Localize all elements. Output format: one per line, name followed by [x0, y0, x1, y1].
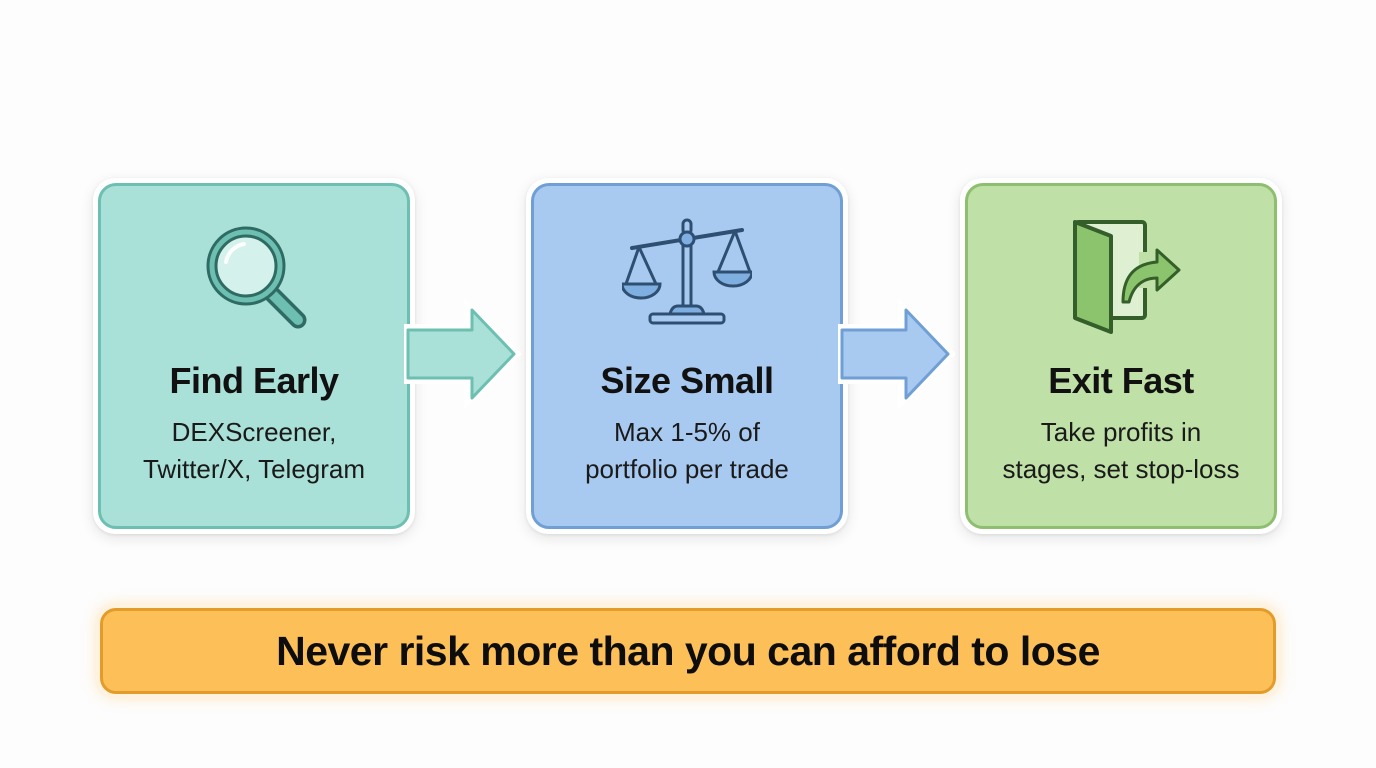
exit-door-icon: [1056, 214, 1186, 334]
warning-banner-body: Never risk more than you can afford to l…: [100, 608, 1276, 694]
warning-banner-text: Never risk more than you can afford to l…: [276, 627, 1100, 674]
step-description-line: Take profits in: [1040, 417, 1202, 447]
warning-banner: Never risk more than you can afford to l…: [96, 604, 1280, 698]
step-description-line: stages, set stop-loss: [1002, 454, 1240, 484]
arrow-right-icon: [404, 294, 524, 414]
step-card-body: Size Small Max 1-5% of portfolio per tra…: [531, 183, 843, 529]
step-card-body: Exit Fast Take profits in stages, set st…: [965, 183, 1277, 529]
step-title: Exit Fast: [1048, 360, 1194, 401]
arrow-right-icon: [838, 294, 958, 414]
magnifying-glass-icon: [189, 214, 319, 334]
step-card-exit-fast: Exit Fast Take profits in stages, set st…: [960, 178, 1282, 534]
step-description-line: Twitter/X, Telegram: [142, 454, 366, 484]
step-card-size-small: Size Small Max 1-5% of portfolio per tra…: [526, 178, 848, 534]
step-card-find-early: Find Early DEXScreener, Twitter/X, Teleg…: [93, 178, 415, 534]
step-title: Size Small: [600, 360, 774, 401]
step-description-line: DEXScreener,: [171, 417, 337, 447]
step-title: Find Early: [169, 360, 339, 401]
balance-scale-icon: [622, 214, 752, 334]
step-description-line: Max 1-5% of: [614, 417, 760, 447]
step-description: DEXScreener, Twitter/X, Telegram: [143, 414, 365, 488]
step-card-body: Find Early DEXScreener, Twitter/X, Teleg…: [98, 183, 410, 529]
step-description: Max 1-5% of portfolio per trade: [585, 414, 789, 488]
step-description: Take profits in stages, set stop-loss: [1003, 414, 1240, 488]
step-description-line: portfolio per trade: [585, 454, 789, 484]
